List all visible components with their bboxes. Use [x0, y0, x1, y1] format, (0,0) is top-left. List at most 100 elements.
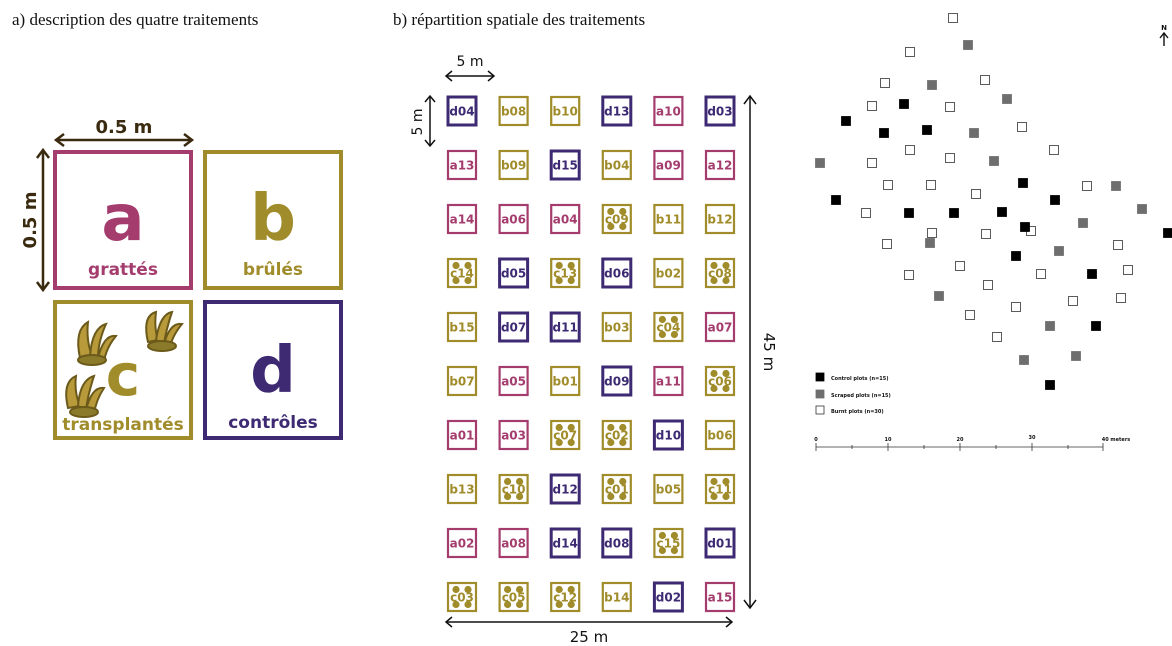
scraped-plot-marker	[1054, 246, 1064, 256]
plot-cell: a08	[498, 527, 529, 559]
control-plot-marker	[1087, 269, 1097, 279]
treatment-a-label: grattés	[88, 260, 158, 280]
plot-cell: a12	[704, 149, 736, 181]
transplant-dot-icon	[516, 477, 524, 486]
burnt-plot-marker	[926, 180, 936, 190]
transplant-dot-icon	[567, 423, 575, 432]
plot-code: a13	[450, 159, 475, 173]
transplant-dot-icon	[607, 492, 615, 501]
burnt-plot-marker	[867, 101, 877, 111]
grid-height-arrow	[743, 94, 757, 610]
plot-code: b09	[501, 159, 526, 173]
transplant-dot-icon	[607, 477, 615, 486]
burnt-plot-marker	[983, 280, 993, 290]
transplant-dot-icon	[607, 222, 615, 231]
burnt-plot-marker	[1068, 296, 1078, 306]
transplant-dot-icon	[607, 438, 615, 447]
plot-code: a09	[656, 159, 681, 173]
plot-cell: b08	[498, 95, 529, 127]
transplant-dot-icon	[504, 585, 512, 594]
plot-cell: d01	[704, 527, 736, 559]
plot-code: b02	[656, 267, 681, 281]
plot-cell: b09	[498, 149, 529, 181]
transplant-dot-icon	[619, 222, 627, 231]
plot-cell: d15	[549, 149, 581, 181]
plot-code: c07	[553, 429, 577, 443]
cell-width-label: 5 m	[457, 54, 484, 70]
plot-cell: a11	[653, 365, 684, 397]
transplant-dot-icon	[658, 315, 666, 324]
plot-code: b08	[501, 105, 526, 119]
transplant-dot-icon	[619, 477, 627, 486]
plot-cell: d14	[549, 527, 581, 559]
treatment-b-square: b brûlés	[203, 150, 343, 290]
transplant-dot-icon	[722, 369, 730, 378]
plot-cell: d11	[549, 311, 581, 343]
plot-cell: b11	[653, 203, 684, 235]
burnt-plot-marker	[992, 332, 1002, 342]
burnt-plot-marker	[1049, 145, 1059, 155]
plot-code: c05	[502, 591, 526, 605]
plot-code: d05	[501, 267, 526, 281]
plot-code: a05	[501, 375, 526, 389]
control-plot-marker	[949, 208, 959, 218]
treatment-d-label: contrôles	[228, 413, 318, 433]
treatment-c-label: transplantés	[62, 415, 184, 435]
burnt-plot-marker	[945, 153, 955, 163]
transplant-dot-icon	[722, 276, 730, 285]
transplant-dot-icon	[710, 492, 718, 501]
treatment-c-letter: c	[106, 341, 140, 409]
width-dimension-arrow	[53, 133, 195, 147]
width-dimension-label: 0.5 m	[96, 117, 153, 138]
plot-cell: a15	[704, 581, 736, 613]
transplant-dot-icon	[516, 600, 524, 609]
plot-cell: d05	[498, 257, 530, 289]
plot-code: c03	[450, 591, 474, 605]
plot-code: c09	[605, 213, 629, 227]
plot-code: c15	[656, 537, 680, 551]
burnt-plot-marker	[1036, 269, 1046, 279]
transplant-dot-icon	[504, 477, 512, 486]
plot-code: b10	[553, 105, 578, 119]
plot-code: b12	[707, 213, 732, 227]
plot-map-panel: N Control plots (n=15) Scraped plots (n=…	[800, 0, 1172, 646]
plot-cell: c14	[446, 257, 478, 289]
plot-map-svg: N Control plots (n=15) Scraped plots (n=…	[814, 13, 1172, 451]
scale-tick-label: 40 meters	[1102, 437, 1131, 443]
plot-cell: b14	[601, 581, 632, 613]
plot-cell: b05	[653, 473, 684, 505]
legend-label-control: Control plots (n=15)	[831, 376, 889, 382]
treatment-d-letter: d	[250, 334, 296, 408]
plot-cell: b12	[704, 203, 736, 235]
plot-cell: d02	[652, 581, 684, 613]
north-arrow-icon	[1159, 31, 1169, 46]
transplant-dot-icon	[722, 384, 730, 393]
caption-a: a) description des quatre traitements	[12, 10, 259, 29]
control-plot-marker	[831, 195, 841, 205]
plot-code: b15	[449, 321, 474, 335]
treatment-a-square: a grattés	[53, 150, 193, 290]
plot-cell: a03	[498, 419, 529, 451]
plot-code: c11	[708, 483, 732, 497]
burnt-plot-marker	[948, 13, 958, 23]
transplant-dot-icon	[670, 315, 678, 324]
transplant-dot-icon	[567, 600, 575, 609]
plot-cell: a14	[446, 203, 478, 235]
plot-cell: d06	[601, 257, 633, 289]
plot-cell: c15	[653, 527, 684, 559]
transplant-dot-icon	[464, 585, 472, 594]
plot-cell: a10	[653, 95, 684, 127]
transplant-plant-icon	[77, 320, 118, 366]
plot-cell: c08	[704, 257, 736, 289]
map-scale-bar	[815, 443, 1104, 451]
burnt-plot-marker	[905, 145, 915, 155]
scraped-plot-marker	[1137, 204, 1147, 214]
plot-cell: d04	[446, 95, 478, 127]
plot-code: a03	[501, 429, 526, 443]
transplant-dot-icon	[567, 261, 575, 270]
scraped-plot-marker	[927, 80, 937, 90]
burnt-plot-marker	[927, 228, 937, 238]
scale-tick-label: 10	[885, 437, 892, 443]
transplant-dot-icon	[670, 546, 678, 555]
height-dimension-arrow	[36, 147, 50, 293]
